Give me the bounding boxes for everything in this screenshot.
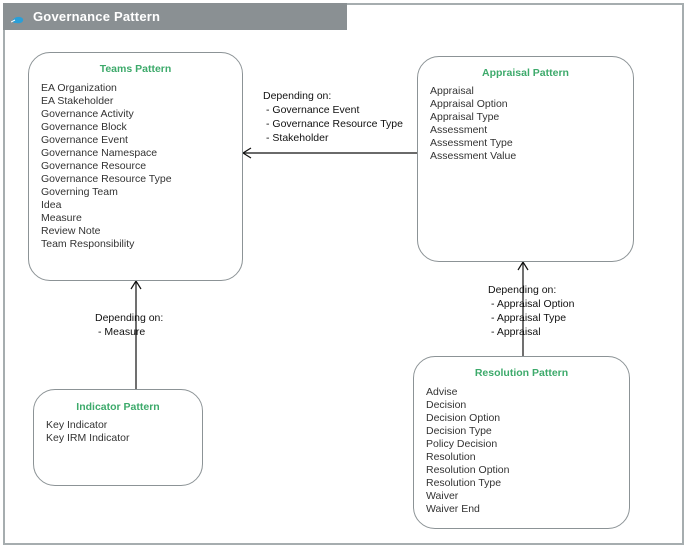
node-item: Resolution Type xyxy=(426,477,502,489)
node-item: Decision xyxy=(426,399,467,411)
arrowhead-teams-right xyxy=(241,147,252,159)
node-item: EA Stakeholder xyxy=(41,95,114,107)
indicator-pattern-title: Indicator Pattern xyxy=(76,401,160,413)
arrowhead-teams-bottom xyxy=(130,279,142,290)
edge-label-heading: Depending on: xyxy=(263,90,332,102)
node-item: Resolution xyxy=(426,451,476,463)
diagram-title: Governance Pattern xyxy=(33,9,161,24)
node-item: Governance Resource xyxy=(41,160,147,172)
node-item: Resolution Option xyxy=(426,464,510,476)
edge-label-item: - Appraisal Option xyxy=(491,298,575,310)
node-item: Governance Activity xyxy=(41,108,134,120)
indicator-pattern-node[interactable]: Indicator Pattern Key Indicator Key IRM … xyxy=(33,389,203,486)
node-item: EA Organization xyxy=(41,82,117,94)
node-item: Measure xyxy=(41,212,82,224)
teams-pattern-items: EA Organization EA Stakeholder Governanc… xyxy=(41,82,172,251)
node-item: Decision Option xyxy=(426,412,501,424)
diagram-title-tab: Governance Pattern xyxy=(3,3,347,30)
node-item: Governance Resource Type xyxy=(41,173,172,185)
resolution-pattern-node[interactable]: Resolution Pattern Advise Decision Decis… xyxy=(413,356,630,529)
edge-label-resolution-to-appraisal: Depending on: - Appraisal Option - Appra… xyxy=(488,283,574,339)
edge-label-item: - Governance Event xyxy=(266,104,360,116)
node-item: Idea xyxy=(41,199,62,211)
node-item: Assessment xyxy=(430,124,488,136)
edge-label-item: - Stakeholder xyxy=(266,132,329,144)
pattern-icon xyxy=(10,12,25,23)
node-item: Key Indicator xyxy=(46,419,108,431)
arrowhead-appraisal-bottom xyxy=(517,260,529,271)
node-item: Appraisal xyxy=(430,85,474,97)
edge-label-item: - Appraisal xyxy=(491,326,541,338)
appraisal-pattern-title: Appraisal Pattern xyxy=(482,67,569,79)
node-item: Governance Block xyxy=(41,121,127,133)
teams-pattern-title: Teams Pattern xyxy=(99,63,172,75)
node-item: Assessment Value xyxy=(430,150,517,162)
node-item: Team Responsibility xyxy=(41,238,135,250)
node-item: Advise xyxy=(426,386,458,398)
node-item: Key IRM Indicator xyxy=(46,432,130,444)
node-item: Assessment Type xyxy=(430,137,513,149)
edge-label-heading: Depending on: xyxy=(95,312,164,324)
node-item: Appraisal Type xyxy=(430,111,500,123)
node-item: Governance Namespace xyxy=(41,147,158,159)
edge-label-item: - Appraisal Type xyxy=(491,312,567,324)
node-item: Waiver xyxy=(426,490,459,502)
appraisal-pattern-node[interactable]: Appraisal Pattern Appraisal Appraisal Op… xyxy=(417,56,634,262)
teams-pattern-node[interactable]: Teams Pattern EA Organization EA Stakeho… xyxy=(28,52,243,281)
appraisal-pattern-items: Appraisal Appraisal Option Appraisal Typ… xyxy=(430,85,516,163)
edge-label-indicator-to-teams: Depending on: - Measure xyxy=(95,311,163,339)
node-item: Governing Team xyxy=(41,186,118,198)
node-item: Waiver End xyxy=(426,503,480,515)
resolution-pattern-title: Resolution Pattern xyxy=(474,367,569,379)
node-item: Appraisal Option xyxy=(430,98,508,110)
edge-label-appraisal-to-teams: Depending on: - Governance Event - Gover… xyxy=(263,89,403,145)
indicator-pattern-items: Key Indicator Key IRM Indicator xyxy=(46,419,129,445)
node-item: Decision Type xyxy=(426,425,492,437)
node-item: Review Note xyxy=(41,225,101,237)
resolution-pattern-items: Advise Decision Decision Option Decision… xyxy=(426,386,509,516)
edge-label-heading: Depending on: xyxy=(488,284,557,296)
edge-label-item: - Governance Resource Type xyxy=(266,118,403,130)
node-item: Governance Event xyxy=(41,134,128,146)
node-item: Policy Decision xyxy=(426,438,498,450)
edge-label-item: - Measure xyxy=(98,326,146,338)
